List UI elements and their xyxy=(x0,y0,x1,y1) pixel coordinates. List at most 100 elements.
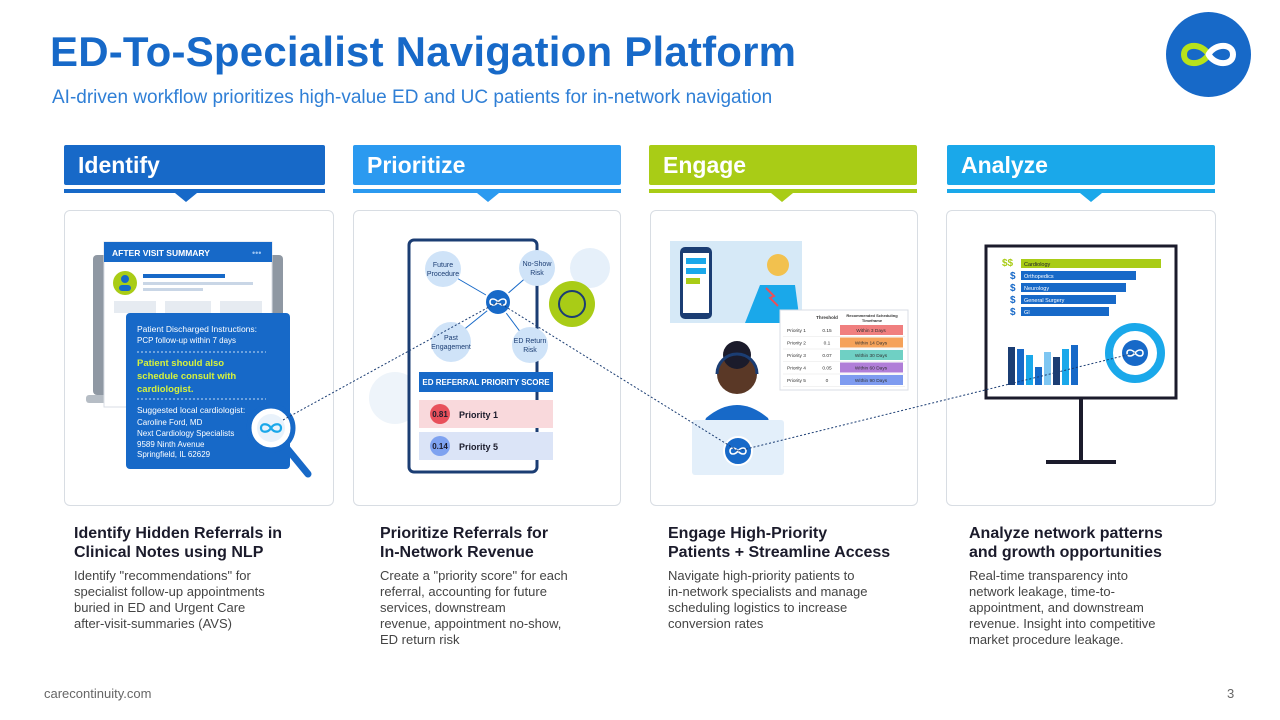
avs-block xyxy=(114,301,156,313)
mini-bar xyxy=(1026,355,1033,385)
mini-bar xyxy=(1053,357,1060,385)
avatar-head xyxy=(121,275,129,283)
specialty-bar xyxy=(1021,307,1109,316)
brain-outline xyxy=(558,290,586,318)
schedule-timeframe: Within 90 Days xyxy=(855,378,888,384)
col-timeframe: Recommended Scheduling xyxy=(846,313,898,318)
score-badge xyxy=(430,436,450,456)
score-title: ED REFERRAL PRIORITY SCORE xyxy=(422,378,550,387)
desc-line: appointment, and downstream xyxy=(969,600,1144,615)
score-value: 0.81 xyxy=(432,410,448,419)
timeframe-band xyxy=(840,362,903,373)
headset-icon xyxy=(715,352,759,375)
footer-url[interactable]: carecontinuity.com xyxy=(44,686,152,701)
avs-illustration: AFTER VISIT SUMMARY ••• Patient Discharg… xyxy=(86,241,312,478)
header-prioritize-label: Prioritize xyxy=(367,152,466,178)
mini-bar xyxy=(1044,352,1051,385)
mini-bar xyxy=(1071,345,1078,385)
desc-line: ED return risk xyxy=(380,632,460,647)
heading-prioritize: Prioritize Referrals for In-Network Reve… xyxy=(380,524,630,562)
header-analyze-underline xyxy=(947,189,1215,193)
node-no-show-risk xyxy=(519,250,555,286)
specialty-label: Cardiology xyxy=(1024,262,1051,268)
heading-line: Analyze network patterns xyxy=(969,525,1163,542)
desc-line: revenue, appointment no-show, xyxy=(380,616,562,631)
desc-line: in-network specialists and manage xyxy=(668,584,868,599)
schedule-priority: Priority 1 xyxy=(787,328,806,334)
schedule-row: Priority 5 0 Within 90 Days xyxy=(783,375,905,387)
heading-line: Identify Hidden Referrals in xyxy=(74,525,283,542)
mini-bar-chart xyxy=(1008,345,1078,385)
node-label: Risk xyxy=(523,347,537,354)
infinity-logo xyxy=(1166,12,1251,97)
page-subtitle: AI-driven workflow prioritizes high-valu… xyxy=(52,87,773,108)
score-value: 0.14 xyxy=(432,442,448,451)
desc-line: scheduling logistics to increase xyxy=(668,600,848,615)
schedule-priority: Priority 5 xyxy=(787,378,806,384)
node-future-procedure xyxy=(425,251,461,287)
desc-line: services, downstream xyxy=(380,600,506,615)
score-badge xyxy=(430,404,450,424)
instructions-line: PCP follow-up within 7 days xyxy=(137,336,236,345)
desc-line: revenue. Insight into competitive xyxy=(969,616,1156,631)
schedule-timeframe: Within 3 Days xyxy=(856,328,886,334)
infinity-icon xyxy=(1180,42,1237,67)
mini-bar xyxy=(1017,349,1024,385)
header-engage-label: Engage xyxy=(663,152,747,178)
desc-line: specialist follow-up appointments xyxy=(74,584,265,599)
dollar-sign: $ xyxy=(1010,295,1016,306)
header-prioritize-arrow xyxy=(477,193,499,202)
connector xyxy=(497,301,739,452)
heading-analyze: Analyze network patterns and growth oppo… xyxy=(969,524,1219,562)
header-prioritize: Prioritize xyxy=(353,145,621,185)
donut-chart xyxy=(1105,323,1165,383)
highlight-line-3: cardiologist. xyxy=(137,384,193,395)
connector xyxy=(737,352,1136,452)
header-engage-arrow xyxy=(771,193,793,202)
heart-pain-icon xyxy=(765,287,779,307)
schedule-threshold: 0.1 xyxy=(824,341,831,347)
avs-dots: ••• xyxy=(252,248,261,258)
heading-engage: Engage High-Priority Patients + Streamli… xyxy=(668,524,918,562)
specialty-label: General Surgery xyxy=(1024,298,1065,304)
header-identify-underline xyxy=(64,189,325,193)
score-title-bar xyxy=(419,372,553,392)
avs-title: AFTER VISIT SUMMARY xyxy=(112,248,210,258)
engage-illustration: Threshold Recommended Scheduling Timefra… xyxy=(670,241,909,475)
connector xyxy=(282,301,499,421)
col-timeframe: Timeframe xyxy=(862,318,883,323)
suggested-line-1: Caroline Ford, MD xyxy=(137,418,203,427)
desc-engage: Navigate high-priority patients to in-ne… xyxy=(668,568,913,632)
suggested-line-2: Next Cardiology Specialists xyxy=(137,429,234,438)
specialty-label: Neurology xyxy=(1024,286,1049,292)
phone-line xyxy=(686,258,706,264)
header-analyze: Analyze xyxy=(947,145,1215,185)
desc-identify: Identify "recommendations" for specialis… xyxy=(74,568,309,632)
schedule-threshold: 0 xyxy=(826,378,829,384)
node-label: ED Return xyxy=(514,338,547,345)
heading-line: Prioritize Referrals for xyxy=(380,525,549,542)
priority-illustration: Future Procedure No-Show Risk Past Engag… xyxy=(369,238,610,474)
heading-line: In-Network Revenue xyxy=(380,544,534,561)
header-analyze-arrow xyxy=(1080,193,1102,202)
node-past-engagement xyxy=(431,322,471,362)
phone-line xyxy=(686,278,700,284)
timeframe-band xyxy=(840,375,903,385)
col-threshold: Threshold xyxy=(816,315,838,320)
desc-line: Create a "priority score" for each xyxy=(380,568,568,583)
header-analyze-label: Analyze xyxy=(961,152,1048,178)
schedule-priority: Priority 3 xyxy=(787,353,806,359)
timeframe-band xyxy=(840,325,903,335)
heading-line: Engage High-Priority xyxy=(668,525,828,542)
header-identify-label: Identify xyxy=(78,152,160,178)
dollar-top: $$ xyxy=(1002,258,1014,269)
magnifier-icon xyxy=(246,403,312,478)
header-identify-arrow xyxy=(175,193,197,202)
heading-line: and growth opportunities xyxy=(969,544,1162,561)
avs-line xyxy=(143,282,253,285)
highlight-line-1: Patient should also xyxy=(137,358,224,369)
